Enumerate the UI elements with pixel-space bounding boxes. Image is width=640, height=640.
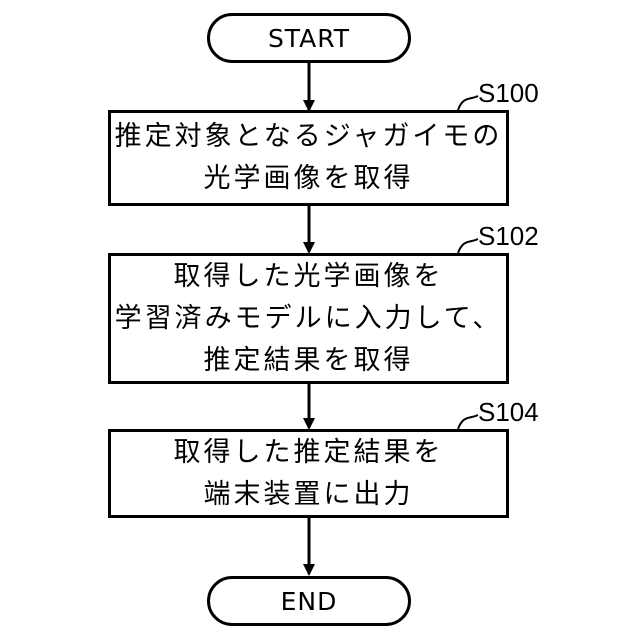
process-line: 取得した光学画像を bbox=[174, 256, 444, 298]
step-label-s104: S104 bbox=[478, 397, 539, 427]
process-line: 推定結果を取得 bbox=[204, 340, 414, 382]
step-label-s102: S102 bbox=[478, 221, 539, 251]
process-line: 学習済みモデルに入力して、 bbox=[115, 298, 503, 340]
process-box-s102: 取得した光学画像を 学習済みモデルに入力して、 推定結果を取得 bbox=[108, 253, 509, 384]
end-terminal: END bbox=[207, 576, 411, 626]
process-box-s104: 取得した推定結果を 端末装置に出力 bbox=[108, 429, 509, 518]
process-line: 端末装置に出力 bbox=[204, 474, 414, 516]
process-box-s100: 推定対象となるジャガイモの 光学画像を取得 bbox=[108, 110, 509, 206]
step-label-s100: S100 bbox=[478, 78, 539, 108]
leader-s100 bbox=[458, 96, 478, 110]
start-terminal: START bbox=[207, 13, 411, 63]
process-line: 光学画像を取得 bbox=[204, 158, 414, 200]
leader-s104 bbox=[458, 415, 478, 429]
leader-s102 bbox=[458, 239, 478, 253]
process-line: 取得した推定結果を bbox=[174, 432, 444, 474]
process-line: 推定対象となるジャガイモの bbox=[115, 116, 503, 158]
